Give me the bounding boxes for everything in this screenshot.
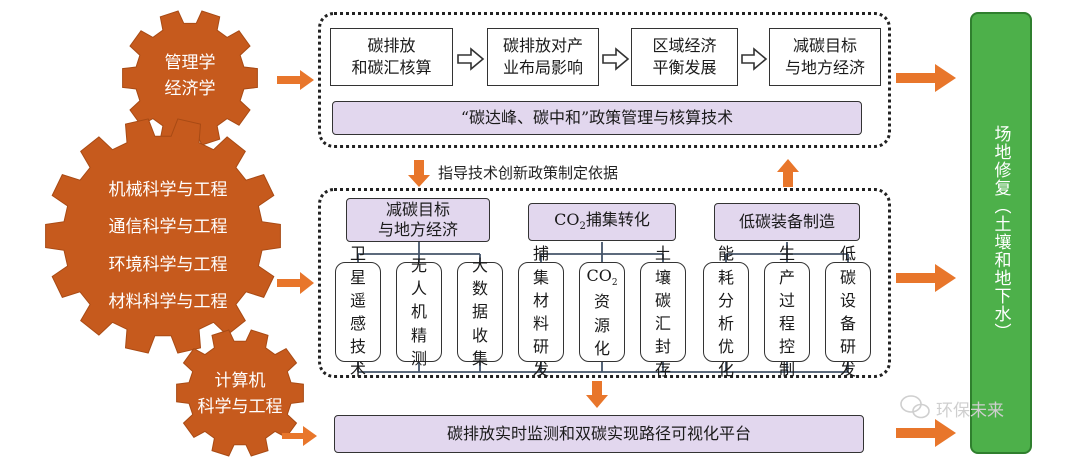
group-title-reduction: 减碳目标与地方经济 (346, 198, 490, 242)
gear-label: 材料科学与工程 (108, 292, 228, 313)
hollow-arrows (457, 47, 768, 71)
item-satellite-remote-sensing: 卫星遥感技术 (335, 244, 381, 379)
arrow-down-icon (586, 381, 608, 408)
gear-label: 科学与工程 (197, 397, 283, 418)
item-energy-analysis: 能耗分析优化 (703, 244, 749, 379)
item-big-data: 大数据收集 (457, 256, 503, 368)
gear-computer-text: 计算机 科学与工程 (185, 368, 295, 421)
platform-label-box: 碳排放实时监测和双碳实现路径可视化平台 (334, 415, 864, 453)
step-regional-economy: 区域经济平衡发展 (631, 28, 738, 86)
gear-management-text: 管理学 经济学 (140, 50, 240, 103)
orange-arrows (277, 64, 956, 447)
gear-label: 环境科学与工程 (108, 254, 228, 275)
policy-label-box: “碳达峰、碳中和”政策管理与核算技术 (332, 101, 862, 135)
gear-shape (45, 118, 281, 354)
arrow-up-icon (777, 159, 799, 187)
item-equipment-rd: 低碳设备研发 (825, 244, 871, 379)
gear-management-icon (122, 10, 258, 146)
guide-label: 指导技术创新政策制定依据 (438, 164, 619, 182)
item-co2-utilization: CO2 资源化 (579, 262, 625, 362)
gear-shape (176, 329, 304, 457)
arrow-right-icon (896, 64, 956, 92)
group-title-co2-capture: CO2捕集转化 (528, 203, 676, 241)
gear-label: 计算机 (214, 371, 266, 391)
step-industry-layout: 碳排放对产业布局影响 (487, 28, 599, 86)
arrow-right-icon (602, 47, 630, 71)
policy-panel (318, 12, 891, 148)
gear-label: 经济学 (164, 79, 216, 100)
item-process-control: 生产过程控制 (764, 244, 810, 379)
wechat-watermark-icon (900, 395, 930, 419)
arrow-right-icon (741, 47, 768, 71)
gear-label: 通信科学与工程 (108, 217, 228, 238)
arrow-right-icon (457, 47, 485, 71)
watermark-text: 环保未来 (936, 401, 1004, 421)
gear-computer-icon (176, 329, 304, 457)
arrow-right-icon (282, 426, 317, 446)
technology-panel (318, 188, 891, 378)
arrow-right-icon (896, 419, 956, 447)
arrow-right-icon (277, 272, 314, 294)
item-capture-materials: 捕集材料研发 (518, 244, 564, 379)
item-soil-carbon-storage: 土壤碳汇封存 (640, 244, 686, 379)
group-title-low-carbon-equipment: 低碳装备制造 (714, 203, 860, 241)
item-uav-survey: 无人机精测 (396, 256, 442, 368)
arrow-down-icon (408, 160, 430, 187)
gear-engineering-text: 机械科学与工程 通信科学与工程 环境科学与工程 材料科学与工程 (98, 172, 238, 322)
arrow-right-icon (896, 264, 956, 292)
gear-label: 管理学 (164, 53, 216, 73)
connector-lines (357, 242, 849, 373)
step-reduction-target: 减碳目标与地方经济 (769, 28, 881, 86)
gear-label: 机械科学与工程 (108, 180, 228, 200)
step-carbon-accounting: 碳排放和碳汇核算 (330, 28, 453, 86)
site-remediation-label: 场地修复（土壤和地下水） (990, 125, 1011, 341)
arrow-right-icon (277, 70, 314, 90)
site-remediation-bar: 场地修复（土壤和地下水） (970, 12, 1032, 454)
gear-engineering-icon (45, 118, 281, 354)
gear-shape (122, 10, 258, 146)
